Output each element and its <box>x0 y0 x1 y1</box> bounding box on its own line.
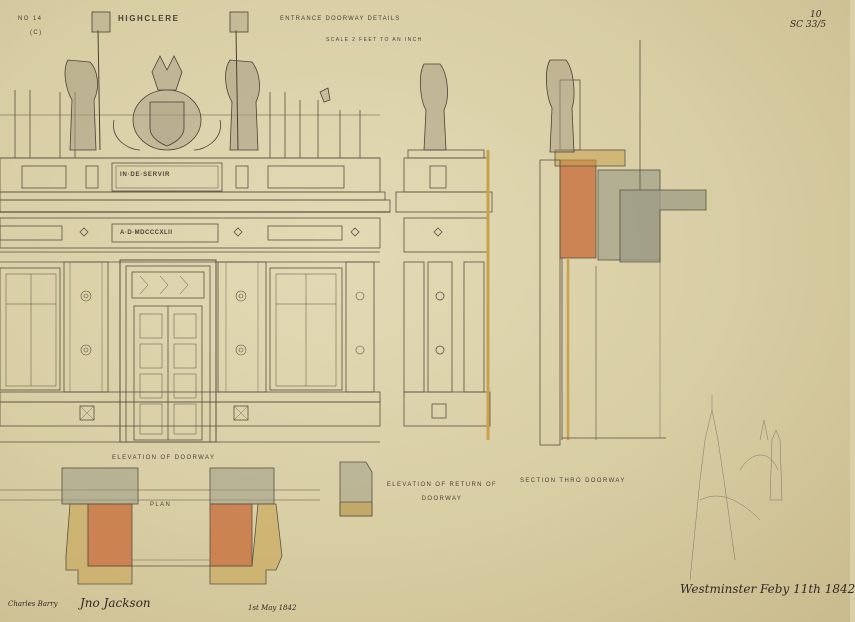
heraldic-lion-icon <box>225 11 260 151</box>
date-note: 1st May 1842 <box>248 604 297 612</box>
section-drawing <box>539 40 707 446</box>
caption-plan: PLAN <box>150 502 172 508</box>
catalogue-reference: SC 33/5 <box>790 20 827 30</box>
coat-of-arms-icon <box>113 55 221 151</box>
caption-elevation-return: ELEVATION OF RETURN OF DOORWAY <box>386 482 498 502</box>
caption-section: SECTION THRO DOORWAY <box>520 478 626 484</box>
catalogue-number: 10 <box>810 10 822 20</box>
pencil-sketch <box>689 395 783 581</box>
statue-icon <box>420 63 448 151</box>
architect-signature: Charles Barry <box>8 600 58 608</box>
draughtsman-signature: Jno Jackson <box>80 596 151 610</box>
frieze-panel <box>267 165 345 189</box>
heraldic-griffin-icon <box>64 11 111 151</box>
place-date: Westminster Feby 11th 1842 <box>680 582 855 596</box>
entrance-door <box>119 259 217 443</box>
scale-note: SCALE 2 FEET TO AN INCH <box>326 37 423 43</box>
plan-drawing <box>0 461 373 585</box>
statue-icon <box>546 59 575 153</box>
project-name: HIGHCLERE <box>118 14 180 23</box>
caption-elevation-doorway: ELEVATION OF DOORWAY <box>112 455 216 461</box>
sheet-sub-number: (C) <box>30 30 43 36</box>
sheet-number: No 14 <box>18 16 43 22</box>
frieze-panel <box>21 165 67 189</box>
motto-panel <box>111 162 223 192</box>
window-right <box>269 267 343 391</box>
return-elevation <box>395 149 493 440</box>
sheet-title: ENTRANCE DOORWAY DETAILS <box>280 16 401 22</box>
date-inscription: A·D·MDCCCXLII <box>120 230 173 236</box>
pilasters <box>63 261 375 393</box>
window-left <box>0 267 61 391</box>
date-panel <box>111 223 219 243</box>
motto-inscription: IN·DE·SERVIR <box>120 172 171 178</box>
